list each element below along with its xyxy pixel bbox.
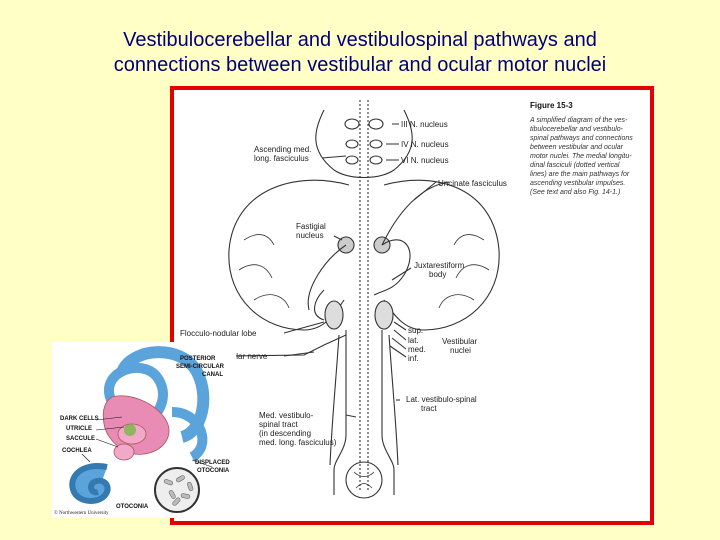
- caption-line: motor nuclei. The medial longitu-: [530, 153, 632, 160]
- label-med-vestibulospinal-1: Med. vestibulo-: [259, 411, 314, 420]
- label-vestibular-nuclei-2: nuclei: [450, 346, 471, 355]
- inner-ear-illustration: POSTERIOR SEMI-CIRCULAR CANAL DARK CELLS…: [54, 346, 230, 516]
- label-uncinate-fasciculus: Uncinate fasciculus: [438, 179, 507, 188]
- label-saccule: SACCULE: [66, 436, 95, 442]
- copyright-notice: © Northwestern University: [54, 510, 109, 516]
- label-vestibular-nerve: Vestibular nerve: [210, 352, 268, 361]
- title-line-1: Vestibulocerebellar and vestibulospinal …: [123, 29, 597, 51]
- label-utricle: UTRICLE: [66, 426, 92, 432]
- label-juxtarestiform-1: Juxtarestiform: [414, 261, 465, 270]
- label-posterior-1: POSTERIOR: [180, 356, 216, 362]
- label-n4-nucleus: IV N. nucleus: [401, 140, 449, 149]
- label-med-vestibulospinal-3: (in descending: [259, 429, 311, 438]
- slide-title: Vestibulocerebellar and vestibulospinal …: [20, 28, 700, 78]
- caption-line: spinal pathways and connections: [530, 135, 633, 142]
- label-fastigial-1: Fastigial: [296, 222, 326, 231]
- label-vestibular-nuclei-1: Vestibular: [442, 337, 477, 346]
- lateral-canal: [171, 407, 208, 462]
- label-med-vestibulospinal-4: med. long. fasciculus): [259, 438, 337, 447]
- cerebellum-left-hemisphere: [228, 179, 350, 331]
- label-fastigial-2: nucleus: [296, 231, 324, 240]
- saccule-sac: [113, 443, 135, 461]
- label-lat-vestibulospinal-2: tract: [421, 404, 437, 413]
- brainstem-left-edge: [333, 330, 347, 495]
- label-dark-cells: DARK CELLS: [60, 416, 99, 422]
- caption-line: dinal fasciculi (dotted vertical: [530, 162, 620, 169]
- figure-frame: III N. nucleus IV N. nucleus VI N. nucle…: [170, 86, 654, 525]
- label-ascending-mlf-2: long. fasciculus: [254, 154, 309, 163]
- caption-line: tibulocerebellar and vestibulo-: [530, 126, 624, 133]
- figure-heading: Figure 15-3: [530, 101, 573, 110]
- spinal-cord-section: [345, 461, 383, 499]
- label-displaced-2: OTOCONIA: [197, 468, 230, 474]
- label-posterior-2: SEMI-CIRCULAR: [176, 364, 225, 370]
- caption-line: lines) are the main pathways for: [530, 171, 630, 178]
- label-inf: inf.: [408, 354, 419, 363]
- brainstem-right-edge: [381, 330, 395, 495]
- label-juxtarestiform-2: body: [429, 270, 446, 279]
- label-n3-nucleus: III N. nucleus: [401, 120, 448, 129]
- label-ascending-mlf-1: Ascending med.: [254, 145, 311, 154]
- label-otoconia: OTOCONIA: [116, 504, 149, 510]
- label-displaced-1: DISPLACED: [195, 460, 230, 466]
- caption-line: (See text and also Fig. 14-1.): [530, 189, 620, 196]
- cerebellum-right-hemisphere: [383, 179, 500, 331]
- label-lat-vestibulospinal-1: Lat. vestibulo-spinal: [406, 395, 477, 404]
- label-cochlea: COCHLEA: [62, 448, 92, 454]
- label-n6-nucleus: VI N. nucleus: [401, 156, 449, 165]
- title-line-2: connections between vestibular and ocula…: [113, 54, 607, 76]
- label-posterior-3: CANAL: [202, 372, 223, 378]
- caption-line: between vestibular and ocular: [530, 144, 624, 151]
- label-lat: lat.: [408, 336, 419, 345]
- otoconia-magnified: [154, 467, 200, 513]
- cochlea-spiral: [69, 463, 111, 504]
- caption-line: ascending vestibular impulses.: [530, 180, 625, 187]
- figure-caption: A simplified diagram of the ves- tibuloc…: [529, 117, 633, 196]
- label-med-vestibulospinal-2: spinal tract: [259, 420, 298, 429]
- label-flocculonodular-lobe: Flocculo-nodular lobe: [180, 329, 257, 338]
- brainstem-pathway-diagram: III N. nucleus IV N. nucleus VI N. nucle…: [180, 100, 633, 499]
- inner-ear-inset: POSTERIOR SEMI-CIRCULAR CANAL DARK CELLS…: [52, 342, 236, 518]
- label-med: med.: [408, 345, 426, 354]
- caption-line: A simplified diagram of the ves-: [529, 117, 628, 124]
- midbrain-outline: [315, 109, 413, 178]
- label-sup: sup.: [408, 326, 423, 335]
